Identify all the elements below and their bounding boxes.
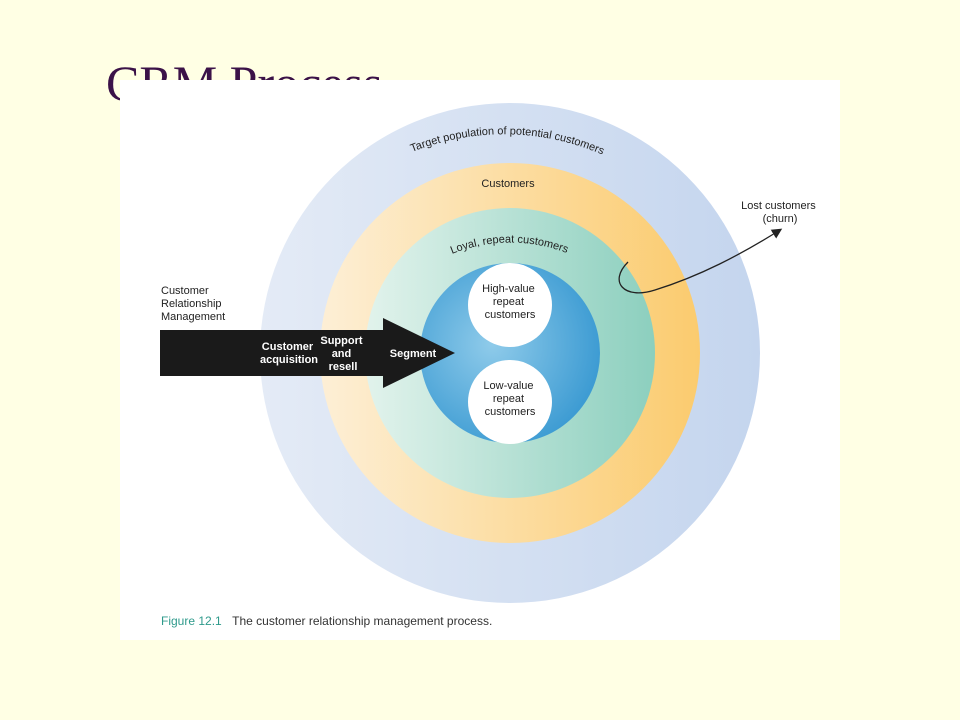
low-value-circle [468, 360, 552, 444]
crm-arrow [160, 318, 455, 388]
core-circle [420, 263, 600, 443]
high-value-label: High-value repeat customers [482, 283, 538, 321]
segment-label: Segment [390, 348, 437, 360]
churn-arrow [618, 228, 783, 294]
figure-number: Figure 12.1 [161, 614, 222, 628]
lost-customers-label: Lost customers (churn) [741, 200, 819, 225]
crm-left-label: Customer Relationship Management [161, 285, 225, 323]
customer-acquisition-label: Customer acquisition [260, 341, 318, 366]
low-value-label: Low-value repeat customers [483, 380, 536, 418]
support-resell-label: Support and resell [320, 335, 365, 373]
high-value-circle [468, 263, 552, 347]
figure-caption: Figure 12.1 The customer relationship ma… [161, 612, 492, 629]
figure-caption-text: The customer relationship management pro… [232, 614, 492, 628]
customers-ring-label: Customers [481, 178, 535, 190]
